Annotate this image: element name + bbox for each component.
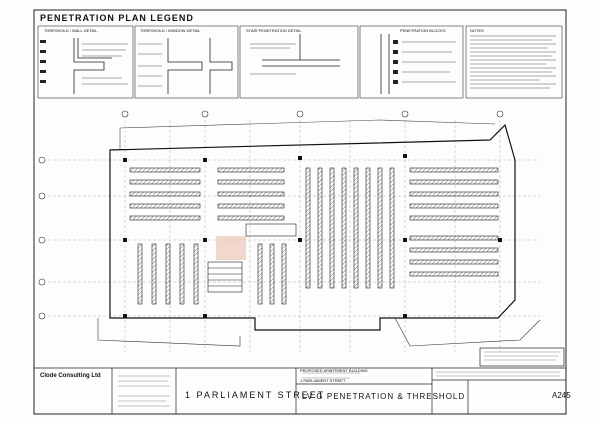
notes-box xyxy=(465,25,563,99)
street-address: 1 PARLIAMENT STREET xyxy=(185,390,326,400)
project-address: 1 PARLIAMENT STREET xyxy=(300,378,346,383)
stair-detail-label: STAIR PENETRATION DETAIL xyxy=(246,28,302,33)
sheet-border xyxy=(33,9,567,415)
penetration-blocks-label: PENETRATION BLOCKS xyxy=(400,28,446,33)
building-outline xyxy=(109,123,516,331)
highlight-zone xyxy=(216,236,246,260)
threshold-window-label: THRESHOLD / WINDOW DETAIL xyxy=(140,28,201,33)
drawing-title: LV G PENETRATION & THRESHOLD xyxy=(302,392,466,401)
stair-detail-box xyxy=(239,25,359,99)
drawing-number: A245 xyxy=(552,391,571,400)
legend-panel xyxy=(37,25,563,99)
threshold-wall-label: THRESHOLD / WALL DETAIL xyxy=(44,28,98,33)
title-block xyxy=(34,347,566,414)
project-name: PROPOSED APARTMENT BUILDING xyxy=(300,368,368,373)
hatched-bays xyxy=(129,167,499,305)
notes-label: NOTES xyxy=(470,28,484,33)
structural-columns xyxy=(123,154,502,318)
threshold-wall-box xyxy=(37,25,134,99)
penetration-blocks-box xyxy=(359,25,464,99)
legend-title: PENETRATION PLAN LEGEND xyxy=(40,13,194,23)
stair-core xyxy=(207,223,297,293)
threshold-window-box xyxy=(134,25,239,99)
company-logo: Clode Consulting Ltd xyxy=(40,373,101,379)
